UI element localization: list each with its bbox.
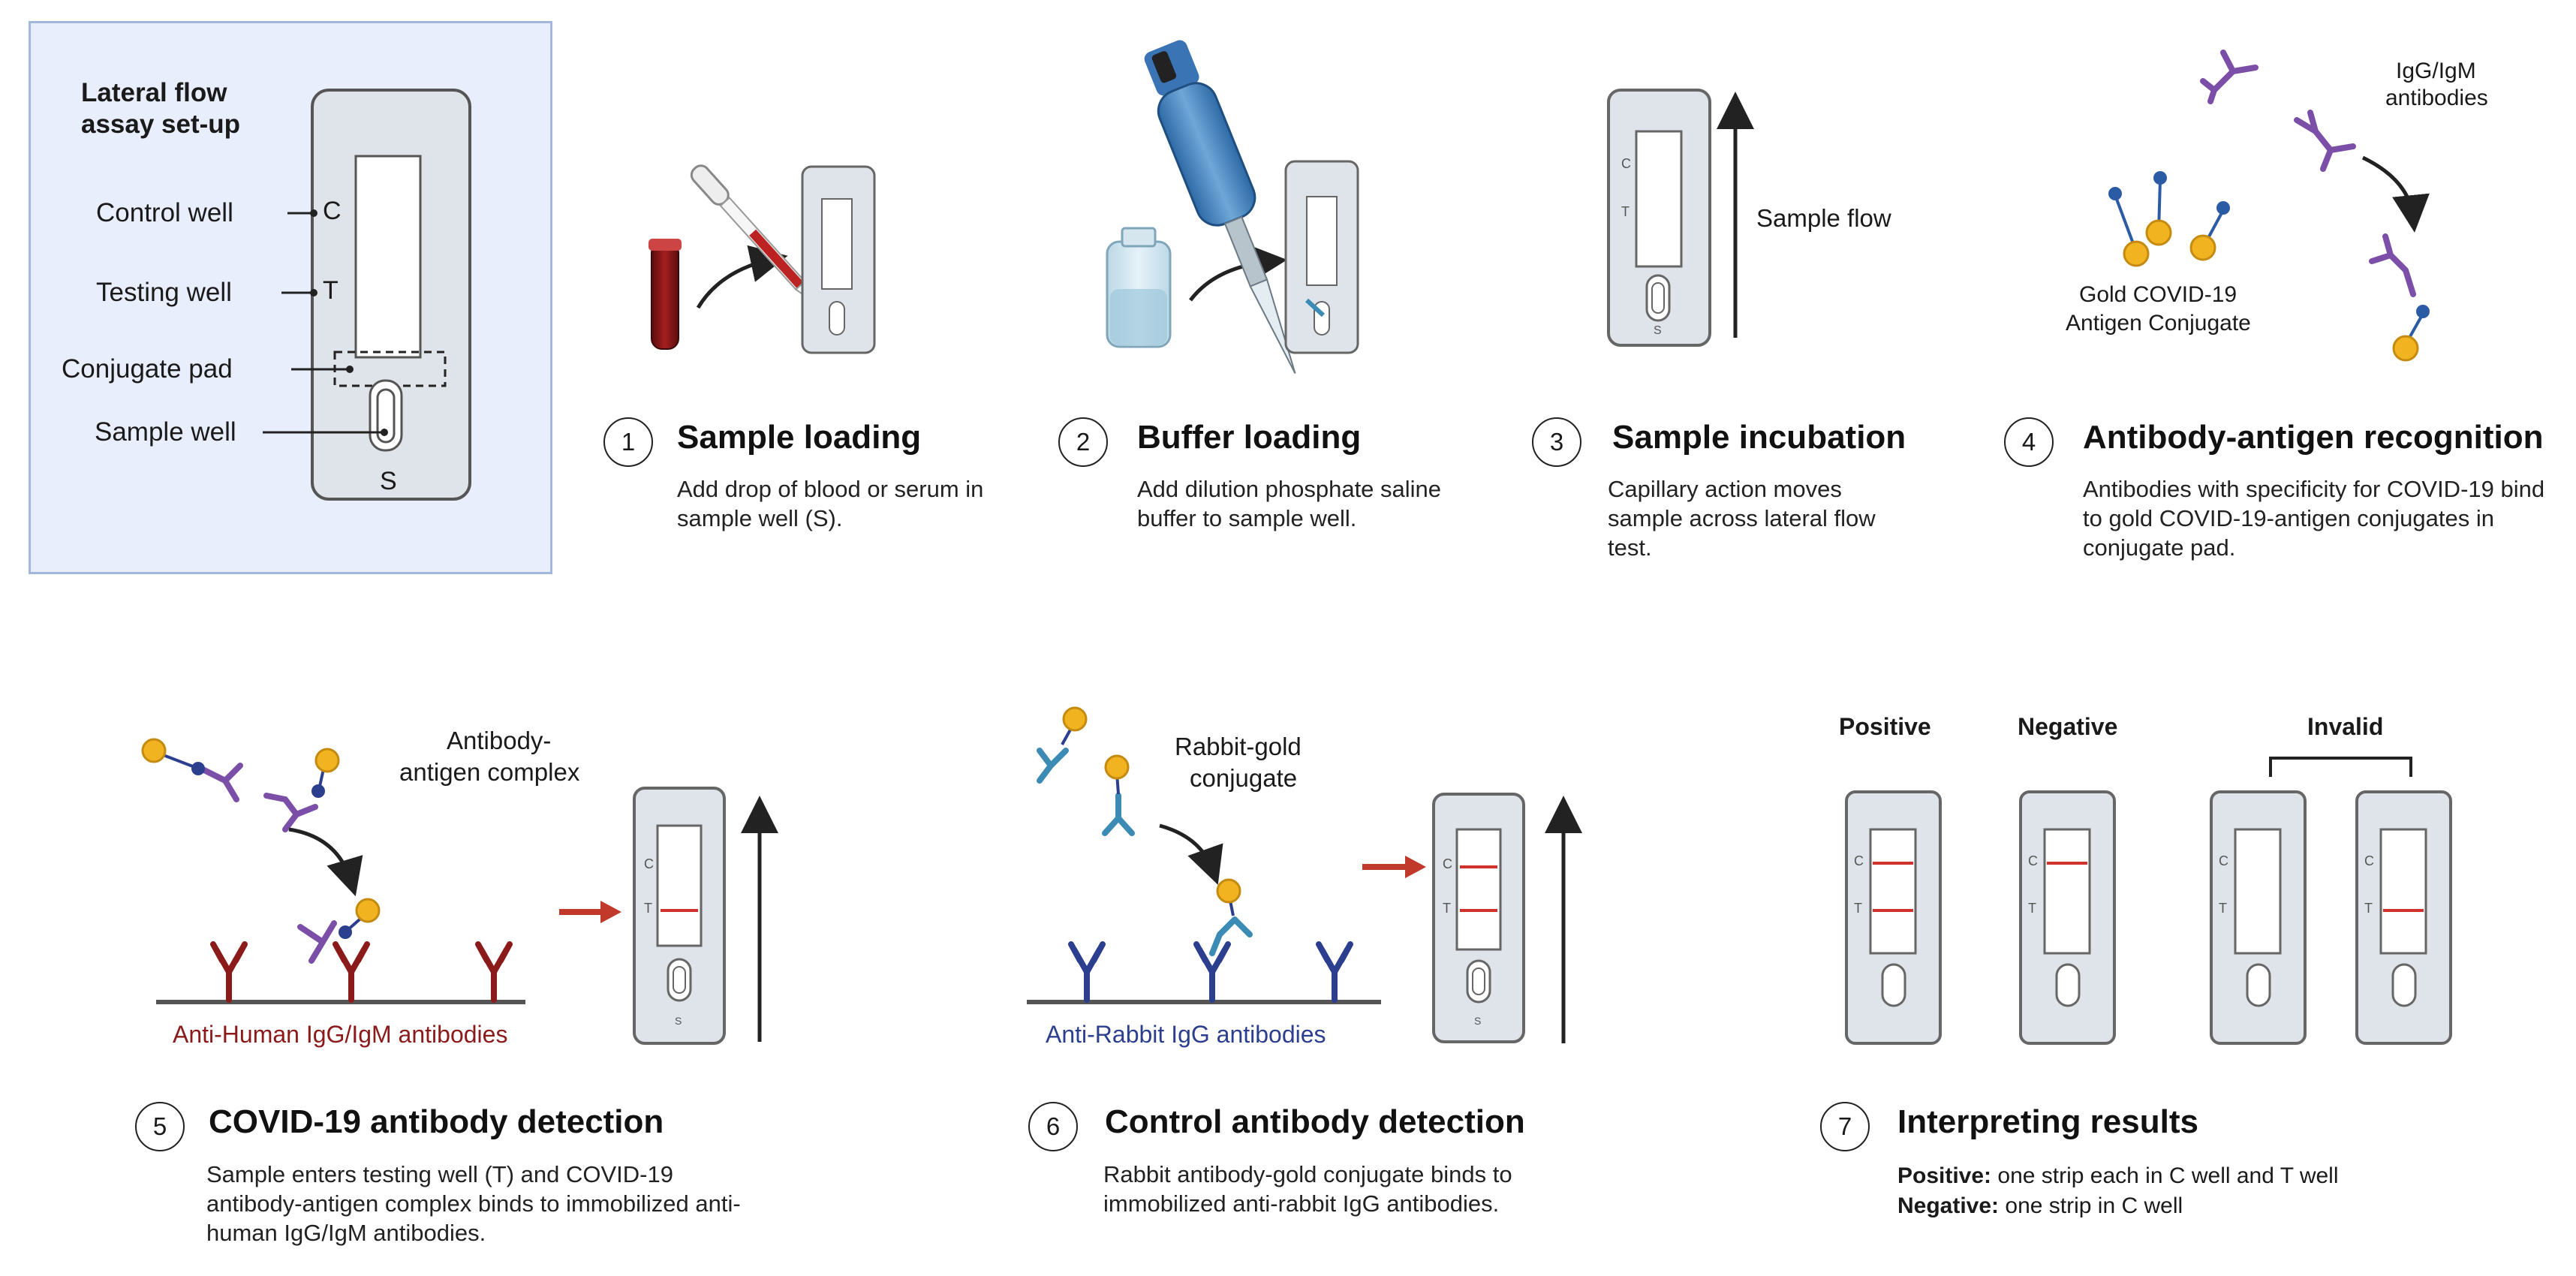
result3-letter-t: T <box>2219 901 2227 916</box>
step4-art <box>2108 50 2430 362</box>
strip-invalid-1 <box>2210 790 2307 1045</box>
strip-invalid-2 <box>2355 790 2452 1045</box>
gold-label-line1: Gold COVID-19 <box>2079 282 2237 307</box>
anti-rabbit-label: Anti-Rabbit IgG antibodies <box>1046 1021 1326 1048</box>
step7-title: Interpreting results <box>1897 1103 2198 1140</box>
step6-desc: Rabbit antibody-gold conjugate binds to … <box>1103 1161 1512 1217</box>
step3-art <box>1607 89 1754 347</box>
step6-art <box>1027 706 1582 1043</box>
step2-title: Buffer loading <box>1137 419 1362 456</box>
result4-letter-c: C <box>2364 853 2374 868</box>
result2-letter-c: C <box>2028 853 2038 868</box>
step5-art <box>141 738 778 1045</box>
conjugate-pad-label: Conjugate pad <box>62 354 233 384</box>
strip-negative <box>2019 790 2116 1045</box>
step4-number: 4 <box>2004 417 2054 467</box>
step3-title: Sample incubation <box>1612 419 1906 456</box>
step4-desc: Antibodies with specificity for COVID-19… <box>2083 476 2545 561</box>
step3-desc: Capillary action moves sample across lat… <box>1608 476 1876 561</box>
setup-letter-t: T <box>323 276 339 305</box>
setup-strip <box>263 89 471 501</box>
testing-well-label: Testing well <box>96 278 232 307</box>
step3-number: 3 <box>1532 417 1581 467</box>
step2-desc: Add dilution phosphate saline buffer to … <box>1137 476 1442 531</box>
step5-title: COVID-19 antibody detection <box>209 1103 664 1140</box>
step5-desc: Sample enters testing well (T) and COVID… <box>206 1161 741 1246</box>
step2-number: 2 <box>1058 417 1108 467</box>
strip6-letter-t: T <box>1443 901 1451 916</box>
step1-number: 1 <box>603 417 653 467</box>
strip5-letter-c: C <box>644 856 654 871</box>
control-well-label: Control well <box>96 198 233 227</box>
result1-letter-c: C <box>1854 853 1864 868</box>
strip3-letter-t: T <box>1621 204 1630 219</box>
result4-letter-t: T <box>2364 901 2373 916</box>
rabbit-label-line1: Rabbit-gold <box>1175 733 1302 760</box>
result3-letter-c: C <box>2219 853 2228 868</box>
strip-positive <box>1845 790 1942 1045</box>
setup-title-line2: assay set-up <box>81 110 241 139</box>
rabbit-label-line2: conjugate <box>1190 764 1298 792</box>
step5-number: 5 <box>135 1102 185 1151</box>
result-invalid-heading: Invalid <box>2307 713 2384 740</box>
step1-desc: Add drop of blood or serum in sample wel… <box>677 476 984 531</box>
strip5-letter-t: T <box>644 901 652 916</box>
result-positive-heading: Positive <box>1839 713 1931 740</box>
step1-title: Sample loading <box>677 419 922 456</box>
legend-negative: Negative: one strip in C well <box>1897 1193 2183 1218</box>
setup-title-line1: Lateral flow <box>81 78 227 107</box>
gold-label-line2: Antigen Conjugate <box>2066 311 2251 336</box>
strip3-letter-s: S <box>1654 324 1662 337</box>
setup-letter-s: S <box>380 467 397 495</box>
complex-label-line2: antigen complex <box>399 758 580 786</box>
strip5-letter-s: S <box>675 1015 682 1027</box>
strip6-letter-s: S <box>1474 1015 1482 1027</box>
igg-igm-label-line2: antibodies <box>2385 86 2488 110</box>
complex-label-line1: Antibody- <box>447 727 552 754</box>
strip3-letter-c: C <box>1621 156 1631 171</box>
step6-number: 6 <box>1028 1102 1078 1151</box>
strip6-letter-c: C <box>1443 856 1452 871</box>
sample-well-label: Sample well <box>95 417 236 447</box>
legend-positive: Positive: one strip each in C well and T… <box>1897 1163 2339 1188</box>
igg-igm-label-line1: IgG/IgM <box>2396 59 2476 83</box>
result1-letter-t: T <box>1854 901 1862 916</box>
step2-art <box>1106 40 1359 374</box>
setup-letter-c: C <box>323 197 342 225</box>
step7-number: 7 <box>1820 1102 1870 1151</box>
result2-letter-t: T <box>2028 901 2036 916</box>
sample-flow-label: Sample flow <box>1756 204 1891 232</box>
anti-human-label: Anti-Human IgG/IgM antibodies <box>173 1021 508 1048</box>
result-negative-heading: Negative <box>2018 713 2118 740</box>
step1-art <box>649 164 876 354</box>
step6-title: Control antibody detection <box>1105 1103 1525 1140</box>
results-art <box>1845 757 2452 1045</box>
step4-title: Antibody-antigen recognition <box>2083 419 2544 456</box>
